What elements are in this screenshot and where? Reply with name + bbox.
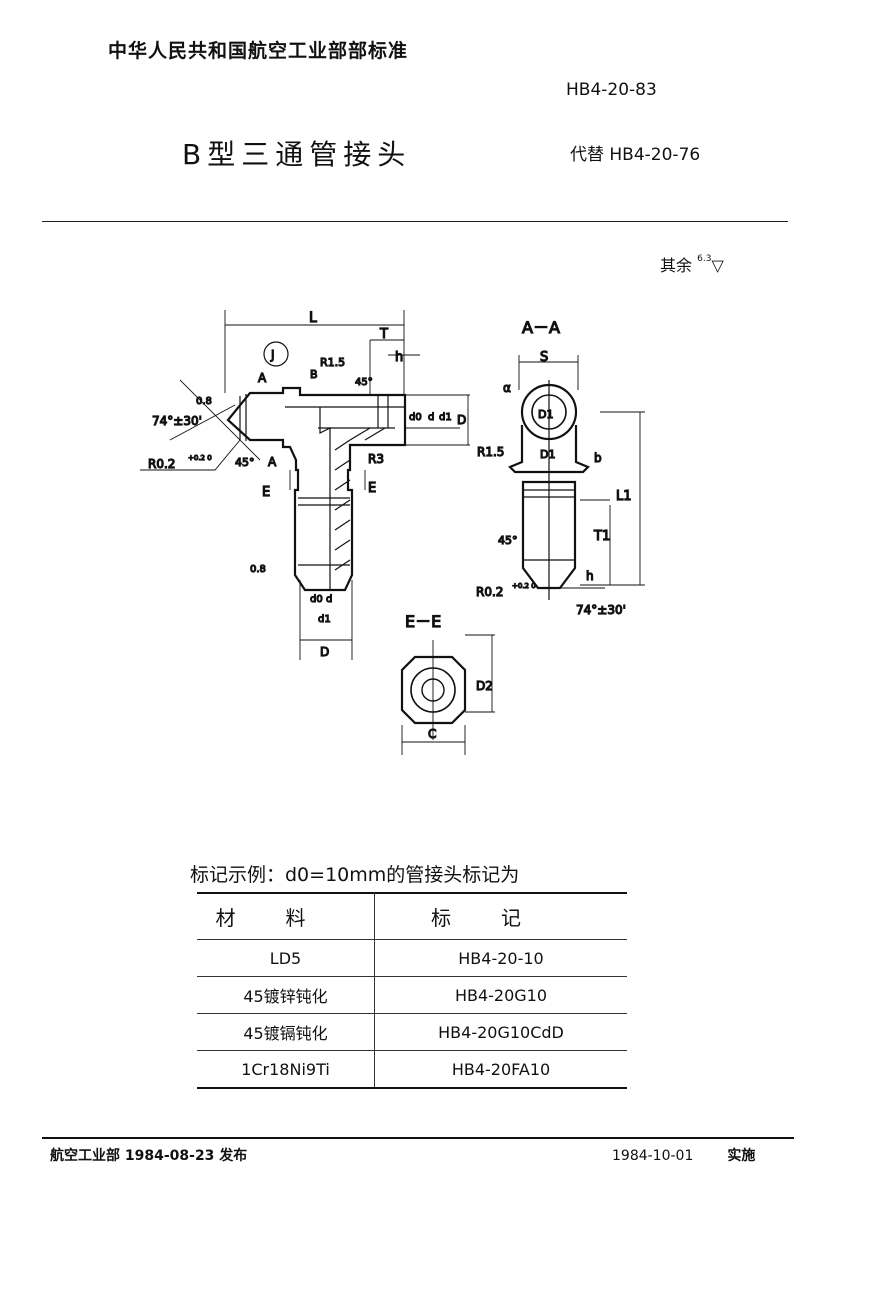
marking-cell: HB4-20G10CdD [374,1013,627,1051]
roughness-left: 0.8 [196,396,212,407]
tee-bore [285,406,405,590]
section-e-left: E [262,485,270,500]
technical-drawing: L T h J R1.5 B A 45° 74°±30' 0.8 R0.2 +0… [140,309,645,755]
aa-angle-45: 45° [498,534,518,547]
effective-date: 1984-10-01 [612,1148,694,1164]
dim-d0: d0 [409,412,422,423]
dim-d-bottom: d [326,594,332,605]
dim-r02: R0.2 [148,457,175,471]
aa-dimension-lines [518,355,645,589]
section-aa-title: A－A [522,318,560,337]
aa-h: h [586,569,594,583]
dim-r15: R1.5 [320,356,345,369]
roughness-symbol-icon: ▽ [711,256,724,275]
aa-r02: R0.2 [476,585,503,599]
document-title: B型三通管接头 [182,138,412,171]
dim-r3: R3 [368,452,384,466]
detail-j-label: J [270,348,275,362]
aa-b: b [594,451,602,465]
dim-d-bottom-outer: D [320,645,329,659]
thread-lines [239,394,389,566]
aa-t1: T1 [593,529,610,544]
organization-header: 中华人民共和国航空工业部部标准 [108,40,409,62]
angle-45-left: 45° [235,456,255,469]
aa-d1: D1 [540,448,555,461]
section-ee-view: E－E D2 C [400,611,495,755]
main-view: L T h J R1.5 B A 45° 74°±30' 0.8 R0.2 +0… [140,309,470,660]
section-aa-view: A－A α S D1 D1 R1.5 b L1 T1 h 45° R0.2 +0… [475,317,645,618]
ee-dimension-lines [401,634,495,755]
aa-dim-s: S [540,350,548,365]
dim-d-right: D [457,413,466,427]
aa-l1: L1 [616,489,632,504]
marking-cell: HB4-20G10 [374,976,627,1014]
dim-d1: d1 [439,412,452,423]
roughness-bottom: 0.8 [250,564,266,575]
dim-b: B [310,368,318,381]
surface-finish-value: 6.3 [697,254,712,264]
standard-code: HB4-20-83 [566,80,657,100]
aa-angle-74: 74°±30' [576,603,626,617]
issued-note: 航空工业部 1984-08-23 发布 [50,1148,248,1164]
dim-t: T [379,327,388,342]
column-header-marking: 标记 [374,893,627,940]
aa-alpha: α [503,381,511,395]
ee-octagon [400,655,467,725]
material-cell: 45镀镉钝化 [197,1013,375,1051]
material-cell: LD5 [197,939,375,977]
effective-label: 实施 [727,1148,756,1164]
ee-d2: D2 [476,679,493,693]
material-cell: 1Cr18Ni9Ti [197,1050,375,1089]
dim-d0-bottom: d0 [310,594,323,605]
header-divider [42,221,788,222]
tee-body-outline [226,386,407,592]
dim-l: L [309,310,317,326]
dim-d: d [428,412,434,423]
footer-divider [42,1137,794,1139]
replaces-note: 代替 HB4-20-76 [570,145,701,165]
dimension-lines [140,310,470,660]
effective-note: 1984-10-01 实施 [612,1145,755,1165]
surface-finish-label: 其余 [660,256,693,275]
ee-c: C [428,727,436,741]
dim-d1-bottom: d1 [318,614,331,625]
aa-r02-tol: +0.2 0 [512,582,536,590]
section-a-bottom: A [268,455,277,469]
angle-74: 74°±30' [152,414,202,428]
angle-45-top: 45° [355,377,373,388]
material-cell: 45镀锌钝化 [197,976,375,1014]
marking-cell: HB4-20FA10 [374,1050,627,1089]
dim-r02-tol: +0.2 0 [188,454,212,462]
detail-j-callout [263,341,289,367]
marking-example-caption: 标记示例：d0=10mm的管接头标记为 [190,864,520,886]
marking-cell: HB4-20-10 [374,939,627,977]
aa-d1-circle: D1 [538,408,553,421]
column-header-material: 材料 [197,893,375,940]
table-header-row: 材料 标记 [197,893,627,940]
aa-r15: R1.5 [477,445,504,459]
surface-finish-note: 其余 6.3▽ [660,252,724,276]
section-e-right: E [368,481,376,496]
aa-thread-lines [523,380,575,600]
section-ee-title: E－E [405,612,441,631]
dim-h: h [395,350,403,365]
hatch [334,427,386,571]
section-a-top: A [258,371,267,385]
